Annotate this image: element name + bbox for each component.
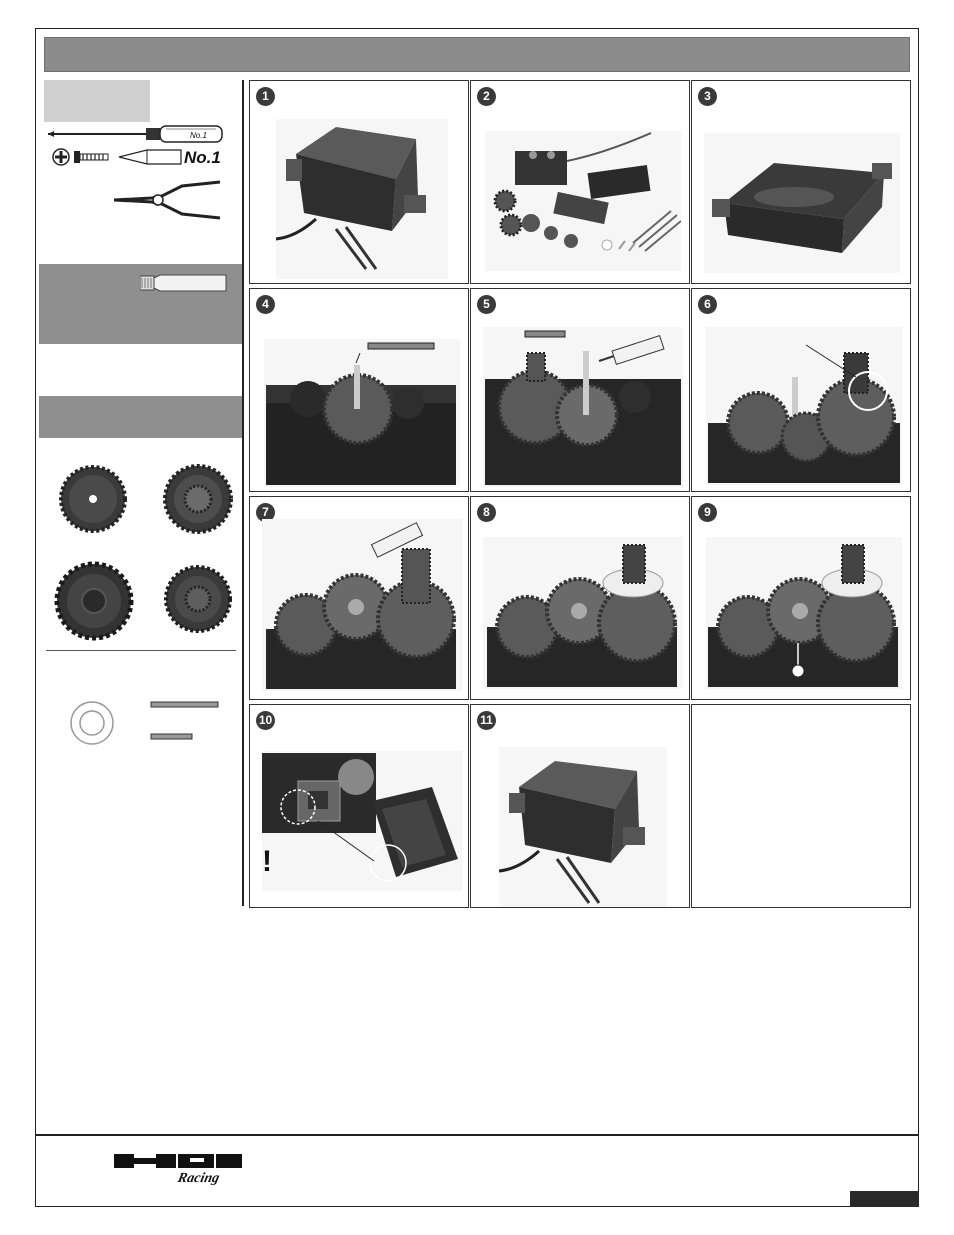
step-number: 2 [477,87,496,106]
parts-divider [46,650,236,651]
step-number: 6 [698,295,717,314]
screwdriver-icon: No.1 [46,124,224,144]
step-number: 11 [477,711,496,730]
step-panel: 10 ! [249,704,469,908]
step-panel: 6 ! [691,288,911,492]
screwdriver-label: No.1 [190,131,207,140]
step-number: 4 [256,295,275,314]
step-panel: 2 [470,80,690,284]
servo-case-photo [276,119,448,279]
screw-icon [74,150,110,164]
warning-symbol: ! [262,845,272,878]
assembled-servo-photo [499,747,667,907]
step-panel: 7 [249,496,469,700]
gear-train-washer-photo [483,537,683,689]
step-number: 10 [256,711,275,730]
step-panel: 9 [691,496,911,700]
needle-nose-pliers-icon [112,180,226,220]
gear-icon [58,464,128,534]
gear-icon [162,462,234,536]
empty-case-photo [704,133,900,273]
short-pin-icon [150,728,194,740]
gear-icon [163,562,233,636]
empty-panel [691,704,911,908]
gear-train-complete-photo [706,537,902,689]
step-number: 5 [477,295,496,314]
step-number: 1 [256,87,275,106]
long-pin-icon [150,696,220,708]
step-number: 8 [477,503,496,522]
step-number: 7 [256,503,275,522]
disassembled-parts-photo [485,131,681,271]
svg-text:Racing: Racing [175,1170,221,1186]
gear-icon [54,560,134,642]
gearbox-output-gear-photo [706,327,902,485]
washer-icon [68,700,116,746]
footer-divider [35,1134,919,1136]
step-panel: 5 [470,288,690,492]
step-panel: 1 [249,80,469,284]
circuit-board-photo [262,751,462,891]
sidebar-divider [242,80,244,906]
page-frame [35,28,919,1207]
step-panel: 8 [470,496,690,700]
phillips-head-icon [52,148,70,166]
parts-box [39,396,242,438]
step-panel: 3 [691,80,911,284]
gearbox-photo [264,339,460,487]
step-panel: 11 [470,704,690,908]
tools-header-tab [44,80,150,122]
gearbox-grease-photo [483,327,683,487]
step-panel: 4 [249,288,469,492]
gear-train-grease-photo [262,519,462,691]
title-bar [44,37,910,72]
screwdriver-tip-icon [117,148,183,166]
step-number: 9 [698,503,717,522]
screw-size-label: No.1 [184,148,221,167]
step-number: 3 [698,87,717,106]
grease-tube-icon [139,272,228,294]
page-number-tab [850,1191,919,1207]
hpi-racing-logo: Racing [112,1150,252,1186]
